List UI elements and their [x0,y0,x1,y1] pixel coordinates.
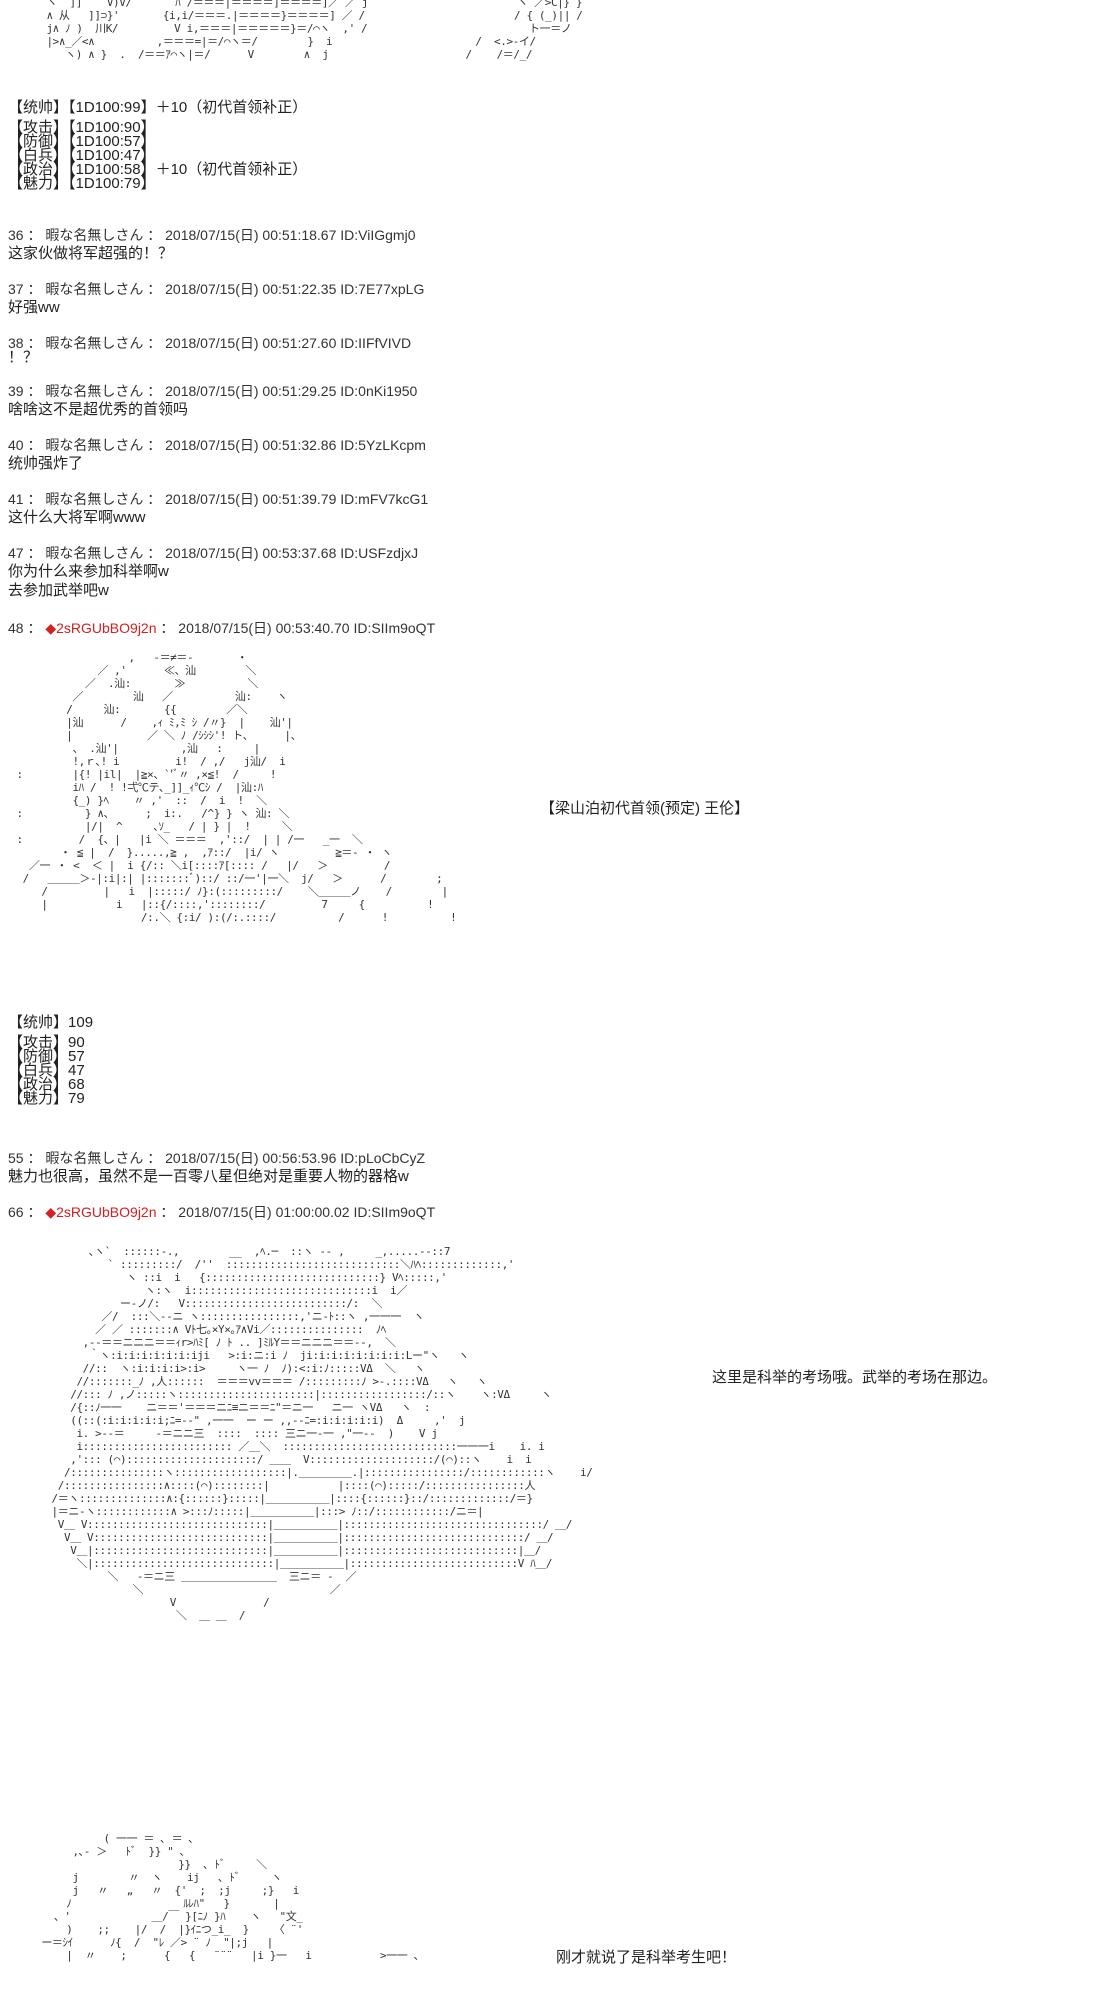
poster-id[interactable]: ID:pLoCbCyZ [340,1150,426,1166]
post-37: 37 ： 暇な名無しさん ： 2018/07/15(日) 00:51:22.35… [8,282,424,317]
post-55: 55 ： 暇な名無しさん ： 2018/07/15(日) 00:56:53.96… [8,1151,425,1186]
stat-row-attack: 【攻击】【1D100:90】 [8,119,156,136]
candidate-dialogue: 刚才就说了是科举考生吧！ [556,1949,737,1966]
post-body: 你为什么来参加科举啊w 去参加武举吧w [8,563,169,599]
final-stat-charisma: 【魅力】79 [8,1090,85,1107]
post-header: 55 ： 暇な名無しさん ： 2018/07/15(日) 00:56:53.96… [8,1150,426,1166]
ascii-art-examiner: ､ヽ` ::::::-., __ ,ﾍ.─ ::ヽ -- , _,.....--… [51,1245,593,1622]
ascii-art-top: ヽ ]] V)V/ ﾊ /＝＝＝|＝＝＝＝]＝＝＝＝]／ ／ j ヽ ／>C|}… [46,0,583,61]
poster-name[interactable]: 暇な名無しさん [45,383,144,399]
author-tripcode[interactable]: ◆2sRGUbBO9j2n [45,1204,157,1220]
stat-row-command: 【统帅】【1D100:99】＋10（初代首领补正） [8,99,308,116]
character-caption-wang-lun: 【梁山泊初代首领(预定) 王伦】 [540,800,750,817]
post-body: 啥啥这不是超优秀的首领吗 [8,401,189,418]
poster-name[interactable]: 暇な名無しさん [45,227,144,243]
stat-row-charisma: 【魅力】【1D100:79】 [8,175,156,192]
poster-id[interactable]: ID:SIIm9oQT [353,620,436,636]
final-stats: 【统帅】109 【攻击】90 【防御】57 【白兵】47 【政治】68 【魅力】… [8,1014,94,1107]
post-body: ！？ [8,349,39,366]
post-body: 这家伙做将军超强的！？ [8,245,174,262]
ascii-art-bottom: ( 一一 ＝ ､ ＝ ､ ,､- ＞ ﾄﾞ }} " ､ }} ､ ﾄﾞ ＼ j… [41,1832,425,1962]
final-stat-attack: 【攻击】90 [8,1034,85,1051]
post-header: 40 ： 暇な名無しさん ： 2018/07/15(日) 00:51:32.86… [8,437,426,453]
final-stat-command: 【统帅】109 [8,1014,94,1031]
poster-name[interactable]: 暇な名無しさん [45,335,144,351]
post-38: 38 ： 暇な名無しさん ： 2018/07/15(日) 00:51:27.60… [8,336,411,367]
poster-name[interactable]: 暇な名無しさん [45,1150,144,1166]
poster-name[interactable]: 暇な名無しさん [45,281,144,297]
author-tripcode[interactable]: ◆2sRGUbBO9j2n [45,620,157,636]
poster-name[interactable]: 暇な名無しさん [45,545,144,561]
post-header: 66 ： ◆2sRGUbBO9j2n ： 2018/07/15(日) 01:00… [8,1204,436,1220]
post-body: 这什么大将军啊www [8,509,146,526]
poster-id[interactable]: ID:0nKi1950 [340,383,418,399]
final-stat-politics: 【政治】68 [8,1076,85,1093]
post-body: 好强ww [8,299,60,316]
poster-id[interactable]: ID:SIIm9oQT [353,1204,436,1220]
post-header: 39 ： 暇な名無しさん ： 2018/07/15(日) 00:51:29.25… [8,383,418,399]
final-stat-melee: 【白兵】47 [8,1062,85,1079]
poster-id[interactable]: ID:7E77xpLG [340,281,425,297]
post-header: 38 ： 暇な名無しさん ： 2018/07/15(日) 00:51:27.60… [8,335,412,351]
poster-id[interactable]: ID:ViIGgmj0 [340,227,416,243]
final-stat-defense: 【防御】57 [8,1048,85,1065]
post-header: 47 ： 暇な名無しさん ： 2018/07/15(日) 00:53:37.68… [8,545,419,561]
dice-roll-stats: 【统帅】【1D100:99】＋10（初代首领补正） 【攻击】【1D100:90】… [8,99,308,192]
post-header: 41 ： 暇な名無しさん ： 2018/07/15(日) 00:51:39.79… [8,491,429,507]
stat-row-politics: 【政治】【1D100:58】＋10（初代首领补正） [8,161,308,178]
poster-id[interactable]: ID:mFV7kcG1 [340,491,429,507]
post-47: 47 ： 暇な名無しさん ： 2018/07/15(日) 00:53:37.68… [8,546,418,600]
post-body: 统帅强炸了 [8,455,84,472]
post-39: 39 ： 暇な名無しさん ： 2018/07/15(日) 00:51:29.25… [8,384,417,419]
post-36: 36 ： 暇な名無しさん ： 2018/07/15(日) 00:51:18.67… [8,228,416,263]
poster-id[interactable]: ID:USFzdjxJ [340,545,419,561]
stat-row-melee: 【白兵】【1D100:47】 [8,147,156,164]
post-header: 48 ： ◆2sRGUbBO9j2n ： 2018/07/15(日) 00:53… [8,620,436,636]
author-post-66: 66 ： ◆2sRGUbBO9j2n ： 2018/07/15(日) 01:00… [8,1205,435,1220]
poster-id[interactable]: ID:IIFfVIVD [340,335,412,351]
post-body: 魅力也很高，虽然不是一百零八星但绝对是重要人物的器格w [8,1168,409,1185]
examiner-dialogue: 这里是科举的考场哦。武举的考场在那边。 [712,1369,998,1386]
post-header: 36 ： 暇な名無しさん ： 2018/07/15(日) 00:51:18.67… [8,227,416,243]
poster-name[interactable]: 暇な名無しさん [45,437,144,453]
poster-id[interactable]: ID:5YzLKcpm [340,437,426,453]
post-40: 40 ： 暇な名無しさん ： 2018/07/15(日) 00:51:32.86… [8,438,426,473]
post-header: 37 ： 暇な名無しさん ： 2018/07/15(日) 00:51:22.35… [8,281,425,297]
poster-name[interactable]: 暇な名無しさん [45,491,144,507]
post-41: 41 ： 暇な名無しさん ： 2018/07/15(日) 00:51:39.79… [8,492,428,527]
stat-row-defense: 【防御】【1D100:57】 [8,133,156,150]
ascii-art-wang-lun: , -＝≠＝- ・ ／ ,' ≪、汕 ＼ ／ .汕: ≫ ＼ ／ 汕 ／ 汕: … [16,651,457,924]
author-post-48: 48 ： ◆2sRGUbBO9j2n ： 2018/07/15(日) 00:53… [8,621,435,636]
